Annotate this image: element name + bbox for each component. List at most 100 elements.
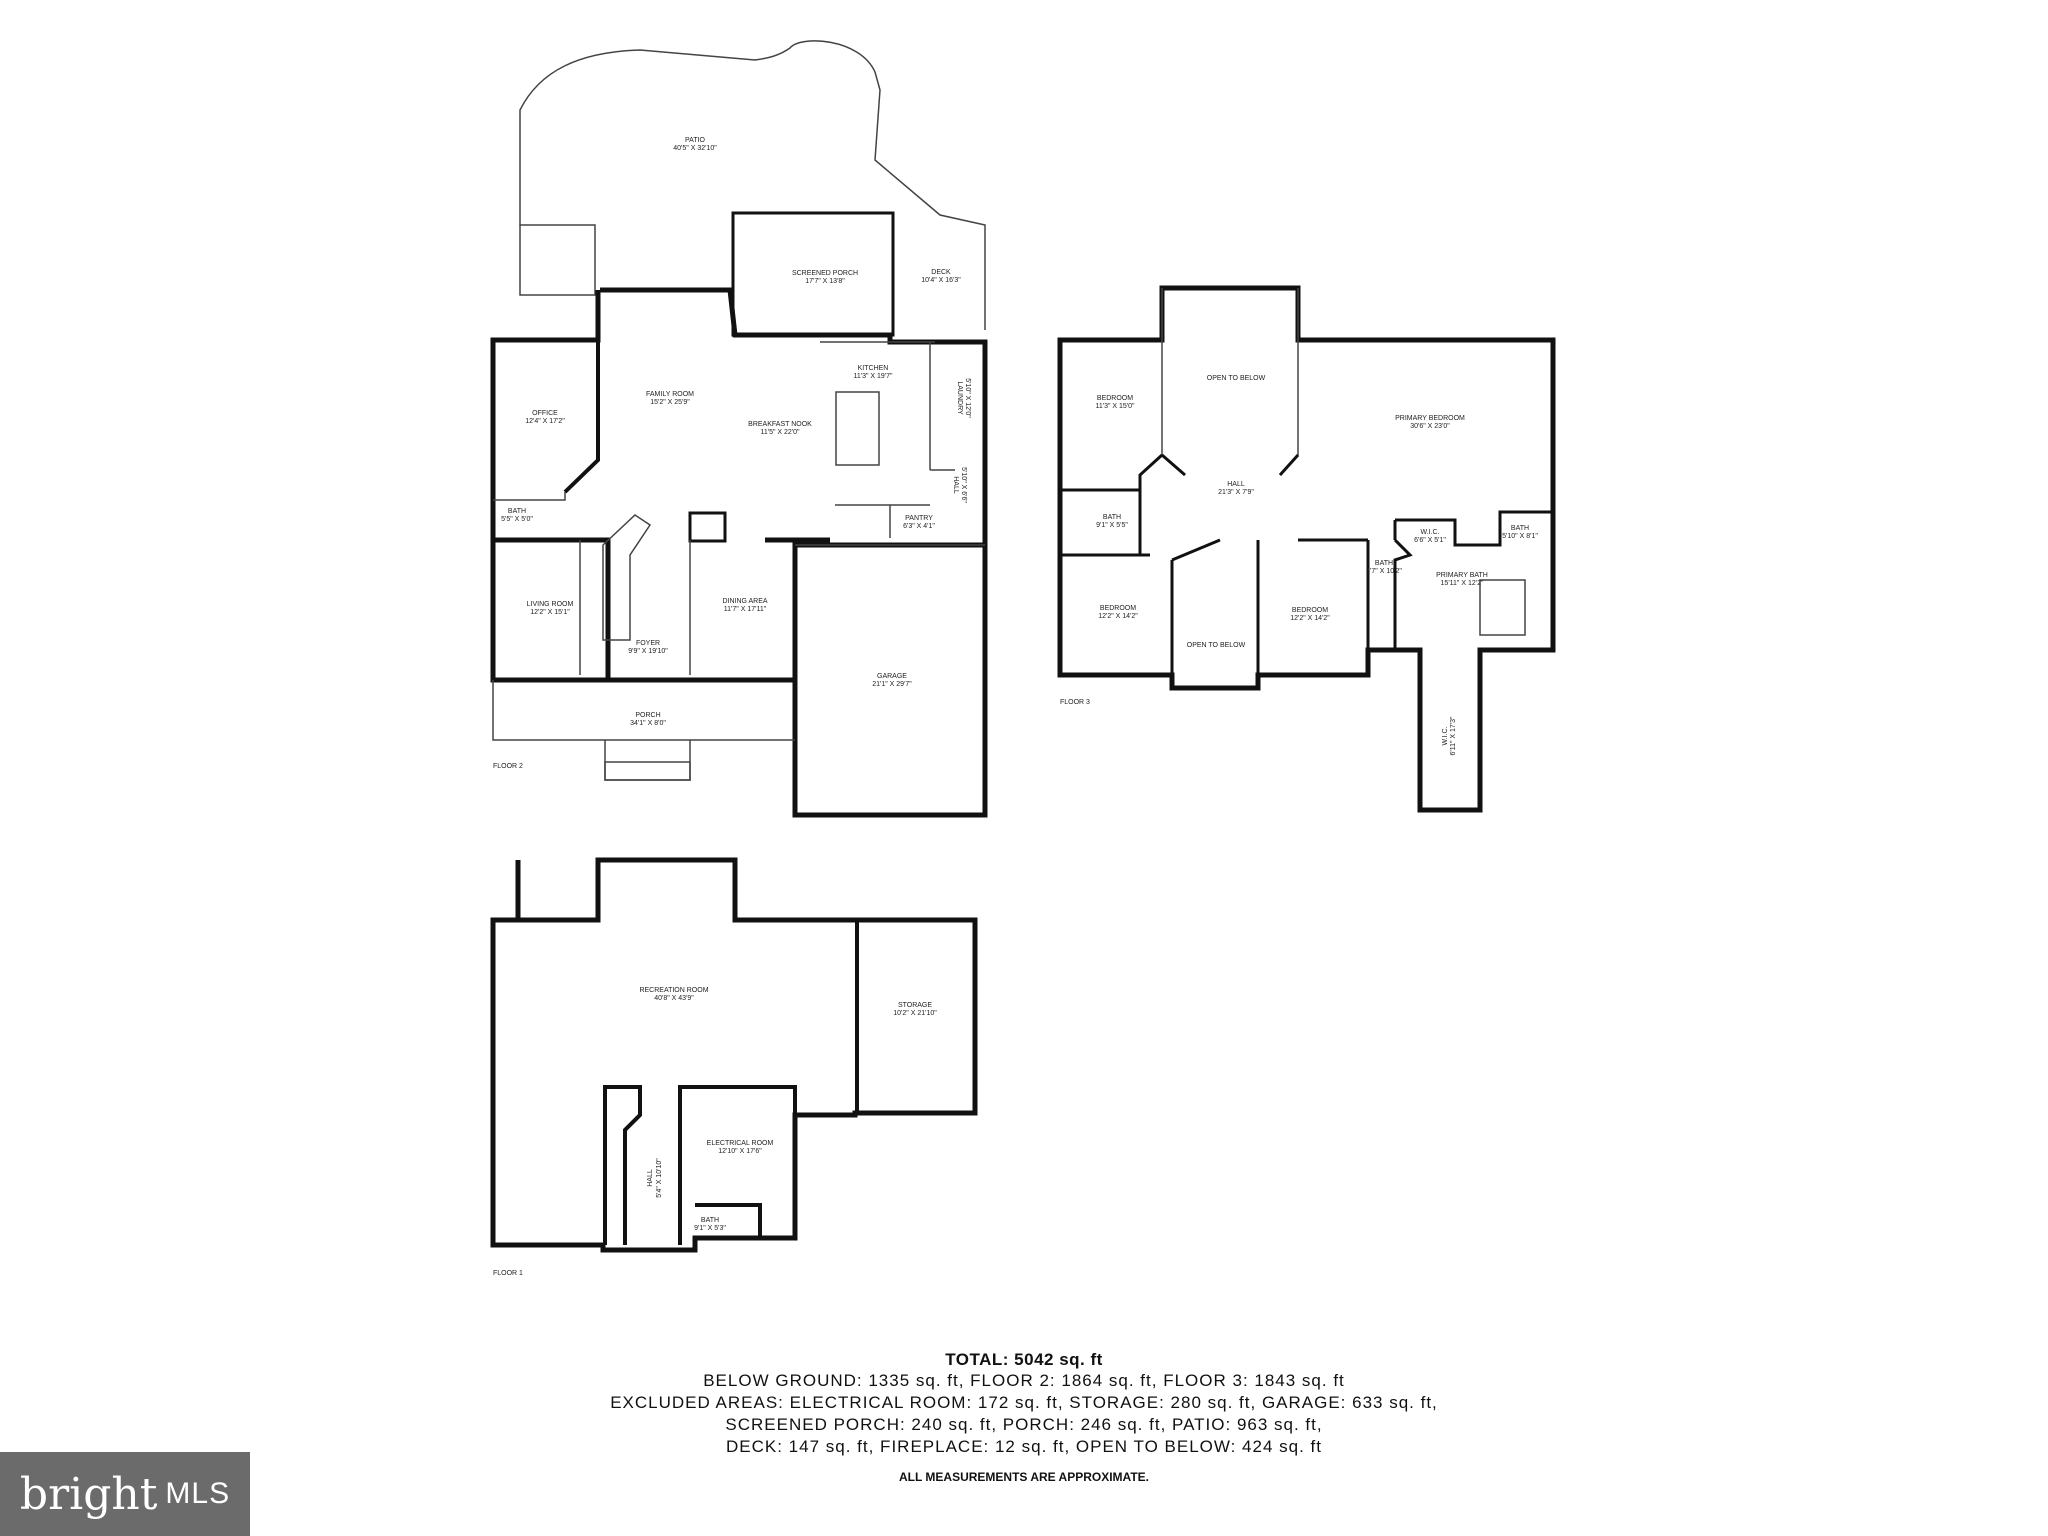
porch-outline (492, 680, 795, 781)
floor-1-exterior-wall (490, 857, 978, 1253)
family-room-label: FAMILY ROOM (646, 391, 694, 398)
wic-small-dims: 6'6" X 5'1" (1414, 537, 1446, 544)
floor-1-inner-walls (603, 920, 859, 1245)
foyer-stairs (602, 514, 652, 641)
breakfast-nook-label: BREAKFAST NOOK (748, 421, 812, 428)
bath-3s-dims: 4'7" X 10'2" (1366, 568, 1402, 575)
open-below-s-label: OPEN TO BELOW (1187, 642, 1246, 649)
porch-label: PORCH (635, 712, 660, 719)
bath-2-dims: 5'5" X 5'0" (501, 516, 533, 523)
primary-bath-dims: 15'11" X 12'2" (1441, 580, 1484, 587)
laundry-label: LAUNDRY (956, 381, 963, 415)
bedroom-s-label: BEDROOM (1292, 607, 1328, 614)
laundry-dims: 5'10" X 12'0" (964, 378, 971, 418)
floor-1-label: FLOOR 1 (493, 1270, 523, 1277)
bath-2-label: BATH (508, 508, 526, 515)
patio-label: PATIO (685, 137, 706, 144)
open-below-n-label: OPEN TO BELOW (1207, 375, 1266, 382)
screened-porch-dims: 17'7" X 13'8" (805, 278, 845, 285)
kitchen-island (835, 391, 880, 466)
bedroom-nw-dims: 11'3" X 15'0" (1095, 403, 1135, 410)
area-line-4: DECK: 147 sq. ft, FIREPLACE: 12 sq. ft, … (726, 1437, 1322, 1456)
foyer-dims: 9'9" X 19'10" (628, 648, 668, 655)
area-summary: TOTAL: 5042 sq. ft BELOW GROUND: 1335 sq… (0, 1350, 2048, 1484)
deck-dims: 10'4" X 16'3" (921, 277, 961, 284)
floor-2-label: FLOOR 2 (493, 763, 523, 770)
floor-2-plan: PATIO 40'5" X 32'10" SCREENED PORCH 17'7… (490, 40, 988, 818)
storage-label: STORAGE (898, 1002, 932, 1009)
living-room-label: LIVING ROOM (527, 601, 574, 608)
office-label: OFFICE (532, 410, 558, 417)
bath-3ne-label: BATH (1511, 525, 1529, 532)
bath-3w-label: BATH (1103, 514, 1121, 521)
floor-2-exterior-wall (490, 287, 988, 818)
screened-porch-label: SCREENED PORCH (792, 270, 858, 277)
logo-brand: bright (19, 1468, 158, 1520)
kitchen-walls (820, 341, 955, 538)
hall-1-dims: 5'4" X 10'10" (656, 1158, 663, 1198)
recreation-room-dims: 40'8" X 43'9" (654, 995, 694, 1002)
dining-area-label: DINING AREA (722, 598, 767, 605)
dining-pillar (688, 511, 727, 543)
wic-long-dims: 6'11" X 17'3" (1450, 716, 1457, 756)
foyer-label: FOYER (636, 640, 660, 647)
area-line-3: SCREENED PORCH: 240 sq. ft, PORCH: 246 s… (725, 1415, 1323, 1434)
porch-step (604, 761, 691, 781)
storage-dims: 10'2" X 21'10" (893, 1010, 937, 1017)
measurement-note: ALL MEASUREMENTS ARE APPROXIMATE. (898, 1470, 1149, 1484)
floor-3-tub (1479, 579, 1526, 636)
bedroom-sw-dims: 12'2" X 14'2" (1098, 613, 1138, 620)
floor-3-label: FLOOR 3 (1060, 699, 1090, 706)
kitchen-dims: 11'3" X 19'7" (853, 373, 893, 380)
breakfast-nook-dims: 11'5" X 22'0" (760, 429, 800, 436)
floor-1-plan: RECREATION ROOM 40'8" X 43'9" STORAGE 10… (490, 857, 978, 1277)
screened-porch-wall (731, 211, 895, 337)
area-line-2: EXCLUDED AREAS: ELECTRICAL ROOM: 172 sq.… (610, 1393, 1438, 1412)
hall-3-dims: 21'3" X 7'9" (1218, 489, 1254, 496)
bright-mls-logo: bright MLS (0, 1452, 250, 1536)
patio-stairs (519, 224, 596, 296)
porch-dims: 34'1" X 8'0" (630, 720, 666, 727)
hall-2-dims: 5'10" X 6'6" (960, 467, 967, 503)
wic-small-label: W.I.C. (1420, 529, 1439, 536)
hall-3-label: HALL (1227, 481, 1245, 488)
living-divider (579, 540, 691, 675)
electrical-room-dims: 12'10" X 17'6" (718, 1148, 762, 1155)
floor-3-inner-walls (1060, 453, 1553, 675)
primary-bath-label: PRIMARY BATH (1436, 572, 1488, 579)
bath-1-dims: 9'1" X 5'3" (694, 1225, 726, 1232)
family-room-dims: 15'2" X 25'9" (650, 399, 690, 406)
bath-3ne-dims: 5'10" X 8'1" (1502, 533, 1538, 540)
recreation-room-label: RECREATION ROOM (639, 987, 708, 994)
dining-area-dims: 11'7" X 17'11" (724, 606, 767, 613)
garage-label: GARAGE (877, 673, 907, 680)
bath-3w-dims: 9'1" X 5'5" (1096, 522, 1128, 529)
total-area: TOTAL: 5042 sq. ft (945, 1350, 1103, 1369)
electrical-room-label: ELECTRICAL ROOM (707, 1140, 774, 1147)
floor-3-exterior-wall (1057, 285, 1556, 813)
bath-3s-label: BATH (1375, 560, 1393, 567)
hall-1-label: HALL (647, 1169, 654, 1187)
area-line-1: BELOW GROUND: 1335 sq. ft, FLOOR 2: 1864… (703, 1371, 1345, 1390)
pantry-label: PANTRY (905, 515, 933, 522)
pantry-dims: 6'3" X 4'1" (903, 523, 935, 530)
bedroom-s-dims: 12'2" X 14'2" (1290, 615, 1330, 622)
office-corner-wall (563, 290, 600, 494)
patio-outline (519, 40, 986, 330)
deck-label: DECK (931, 269, 951, 276)
bedroom-sw-label: BEDROOM (1100, 605, 1136, 612)
patio-dims: 40'5" X 32'10" (673, 145, 717, 152)
wic-long-label: W.I.C. (1442, 726, 1449, 745)
hall-2-label: HALL (952, 476, 959, 494)
living-room-dims: 12'2" X 15'1" (530, 609, 570, 616)
kitchen-label: KITCHEN (858, 365, 889, 372)
primary-bedroom-label: PRIMARY BEDROOM (1395, 415, 1465, 422)
office-dims: 12'4" X 17'2" (525, 418, 565, 425)
logo-suffix: MLS (165, 1477, 231, 1510)
bath-1-label: BATH (701, 1217, 719, 1224)
garage-dims: 21'1" X 29'7" (872, 681, 912, 688)
bedroom-nw-label: BEDROOM (1097, 395, 1133, 402)
primary-bedroom-dims: 30'6" X 23'0" (1410, 423, 1450, 430)
floor-3-plan: BEDROOM 11'3" X 15'0" OPEN TO BELOW PRIM… (1057, 285, 1556, 813)
